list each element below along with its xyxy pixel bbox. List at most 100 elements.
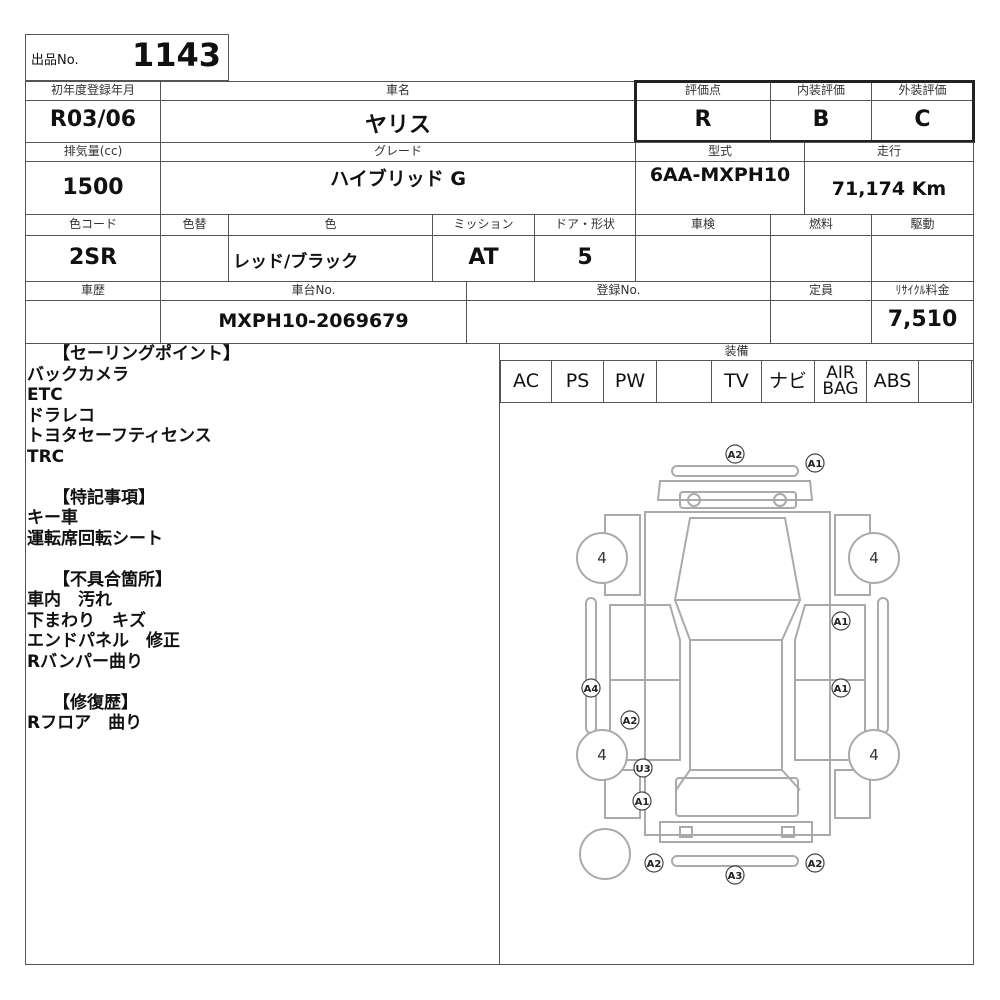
equip-airbag: AIR BAG [814,360,867,403]
left-sill [585,597,597,734]
notes-panel [25,343,500,965]
rear-left-lamp [679,826,693,838]
color-cell [228,235,433,282]
model-label: 型式 [707,144,732,158]
evaluation-frame [634,80,975,143]
defect-item: 車内 汚れ [27,590,112,610]
selling-item: バックカメラ [27,364,129,385]
damage-mark-circle [725,865,745,885]
inspection-cell [635,235,771,282]
equip-bag-text: BAG [822,379,859,399]
left-rear-fender [604,769,641,819]
front-bumper [656,480,814,501]
damage-mark: A2 [808,859,823,870]
right-front-fender [834,514,871,596]
capacity-label: 定員 [808,283,833,297]
exterior-label: 外装評価 [898,83,947,97]
repaint-label: 色替 [182,217,207,231]
damage-mark: A1 [834,617,849,628]
tire-rear-left [576,729,628,781]
damage-mark: A2 [647,859,662,870]
car-name-label: 車名 [385,83,410,97]
grade-value: ハイブリッド G [330,168,466,190]
damage-mark-circle [725,444,745,464]
car-damage-diagram: 4 4 4 4 A2 A1 A1 A4 A1 A2 U3 A1 A2 A2 A3 [576,444,900,885]
displacement-value: 1500 [62,175,124,200]
model-value: 6AA-MXPH10 [649,164,791,186]
damage-mark: U3 [635,764,650,775]
damage-mark: A4 [584,684,599,695]
special-item: キー車 [27,508,78,528]
hood [673,517,802,601]
selling-header: 【セーリングポイント】 [53,344,240,364]
lot-number: 1143 [131,36,221,74]
equip-ac: AC [500,360,552,403]
fuel-cell [770,235,872,282]
damage-mark: A3 [728,871,743,882]
reg-label: 登録No. [596,283,641,297]
repaint-cell [160,235,229,282]
front-grille [679,491,797,509]
lot-number-box: 出品No. 1143 [25,34,229,81]
lot-number-label: 出品No. [31,53,79,68]
defects-header: 【不具合箇所】 [53,569,172,590]
equip-abs: ABS [866,360,919,403]
selling-item: ETC [27,385,63,405]
color-code-value: 2SR [68,245,118,270]
equip-empty-1 [656,360,712,403]
pillars [674,599,801,791]
damage-mark-circle [831,611,851,631]
fuel-label: 燃料 [808,217,833,231]
inspection-label: 車検 [690,217,715,231]
rear-panel [659,821,813,843]
chassis-label: 車台No. [291,283,336,297]
equip-air-text: AIR [826,363,855,383]
recycle-label: ﾘｻｲｸﾙ料金 [895,283,950,297]
right-sill [877,597,889,734]
defect-item: Rバンパー曲り [27,651,143,672]
tire-front-left-label: 4 [597,549,607,567]
tire-rear-left-label: 4 [597,746,607,764]
equip-ps: PS [551,360,604,403]
chassis-value: MXPH10-2069679 [218,310,409,332]
damage-mark: A2 [623,716,638,727]
mileage-value: 71,174 Km [831,178,947,200]
left-headlight [687,493,701,507]
car-name-cell [160,100,636,143]
damage-mark: A1 [834,684,849,695]
interior-label: 内装評価 [796,83,845,97]
color-code-label: 色コード [68,217,117,231]
mileage-cell [804,161,974,215]
damage-mark-circle [581,678,601,698]
damage-mark-circle [831,678,851,698]
front-bumper-strip [671,465,799,477]
special-item: 運転席回転シート [27,528,163,549]
equip-pw: PW [603,360,657,403]
mission-value: AT [468,245,499,270]
equipment-label: 装備 [724,344,749,358]
drive-cell [871,235,974,282]
defect-item: エンドパネル 修正 [27,631,180,651]
damage-mark-circle [805,453,825,473]
repair-item: Rフロア 曲り [27,713,143,733]
body-outline [644,511,831,836]
chassis-cell [160,300,467,344]
tire-rear-right-label: 4 [869,746,879,764]
first-reg-value: R03/06 [49,107,137,132]
color-value: レッド/ブラック [233,252,359,272]
displacement-label: 排気量(cc) [63,144,123,158]
right-doors [794,604,866,761]
spare-tire [579,828,631,880]
notes-text: 【セーリングポイント】 バックカメラ ETC ドラレコ トヨタセーフティセンス … [27,344,497,734]
damage-mark-circle [620,710,640,730]
selling-item: トヨタセーフティセンス [27,426,212,446]
tire-front-left [576,532,628,584]
selling-item: TRC [27,446,65,467]
damage-mark: A1 [808,459,823,470]
color-label: 色 [324,217,337,231]
roof [689,639,783,771]
damage-mark: A2 [728,450,743,461]
history-cell [25,300,161,344]
reg-cell [466,300,771,344]
grade-label: グレード [373,144,422,158]
